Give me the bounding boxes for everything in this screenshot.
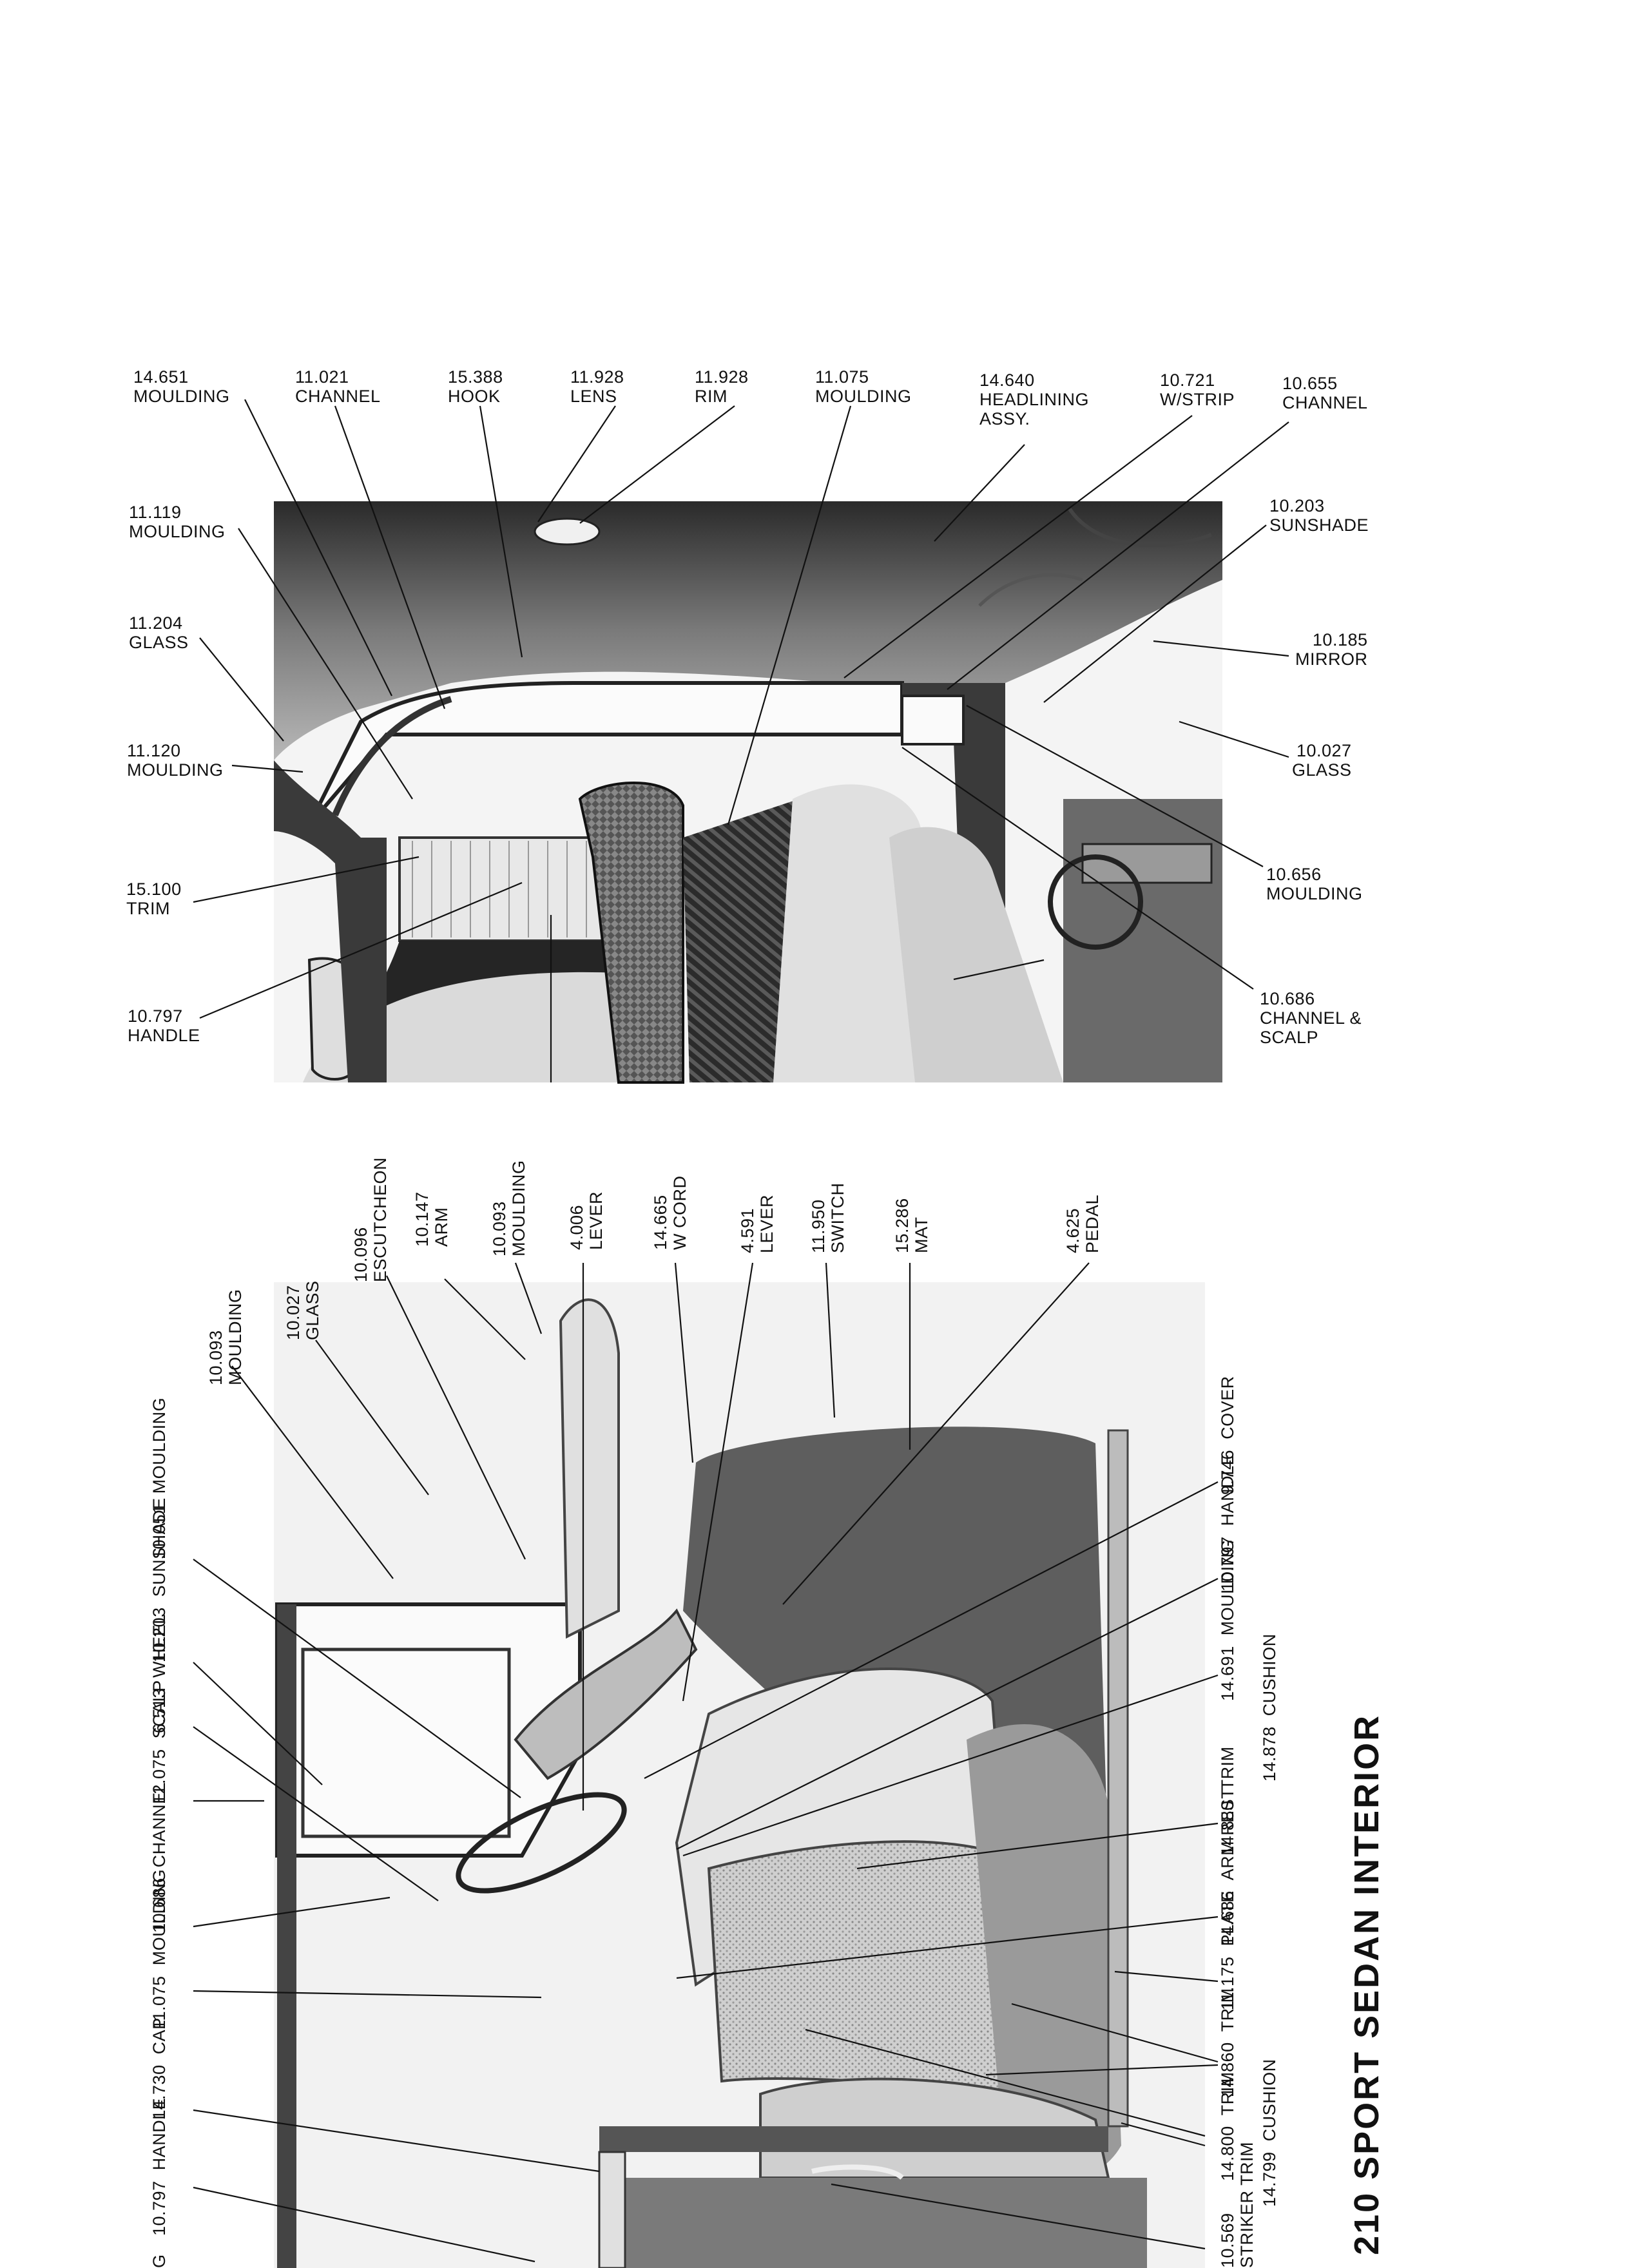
top-photo [274,501,1222,1084]
top-leader-lines [193,399,1289,1082]
label-r-g-fragment: G [149,2254,169,2268]
label-r-14691-moulding: 14.691 MOULDING [1218,1539,1237,1701]
bottom-photo [274,1282,1205,2268]
label-r-14799-cushion: 14.799 CUSHION [1260,2059,1279,2207]
label-r-10027-glass: 10.027 GLASS [284,1280,322,1340]
label-r-14878-cushion: 14.878 CUSHION [1260,1633,1279,1782]
page-title: 210 SPORT SEDAN INTERIOR [1347,1713,1386,2255]
label-r-10797-handle-left: 10.797 HANDLE [149,2097,169,2236]
bottom-leader-lines [193,1262,1219,2263]
label-r-11075-moulding: 11.075 MOULDING [149,1869,169,2030]
